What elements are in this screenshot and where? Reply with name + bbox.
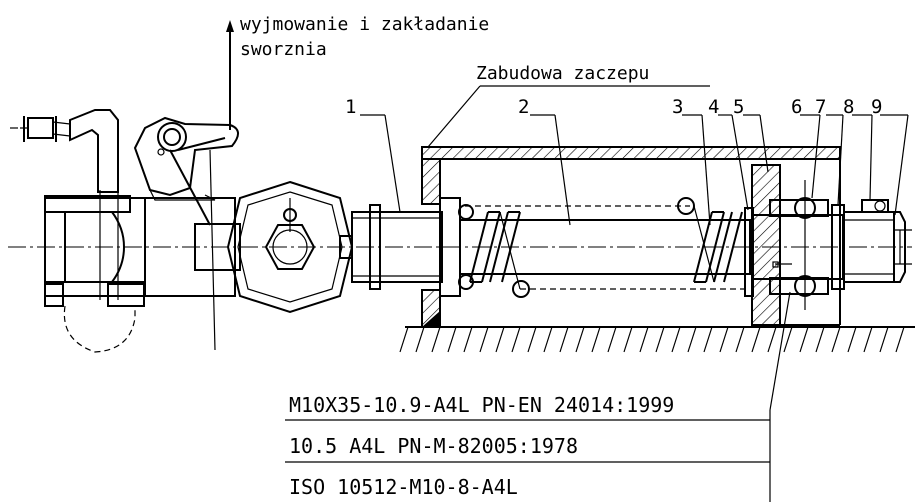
part-number-5: 5 <box>733 96 744 118</box>
ground-hatch-mark <box>815 326 825 353</box>
ground-hatch-mark <box>447 326 457 353</box>
bom-row-3: ISO 10512-M10-8-A4L <box>289 475 518 499</box>
ground-hatch-mark <box>767 326 777 353</box>
ground-hatch-mark <box>543 326 553 353</box>
part-number-9: 9 <box>871 96 882 118</box>
bom-table <box>285 410 771 502</box>
ground-hatch-mark <box>495 326 505 353</box>
ground-hatch-mark <box>671 326 681 353</box>
ground-hatch-mark <box>575 326 585 353</box>
housing-label: Zabudowa zaczepu <box>476 63 649 84</box>
ground-hatch-mark <box>831 326 841 353</box>
ground-hatch-mark <box>623 326 633 353</box>
pin-note-line2: sworznia <box>240 39 327 60</box>
ground-hatch-mark <box>591 326 601 353</box>
ground-hatch-mark <box>639 326 649 353</box>
ground-hatch-mark <box>399 326 409 353</box>
ground-hatch-mark <box>783 326 793 353</box>
bom-row-2: 10.5 A4L PN-M-82005:1978 <box>289 434 578 458</box>
part-number-3: 3 <box>672 96 683 118</box>
bom-row-1: M10X35-10.9-A4L PN-EN 24014:1999 <box>289 393 674 417</box>
coupling-jaw <box>10 109 241 353</box>
pin-removal-arrow <box>226 20 234 130</box>
ground-base <box>399 326 915 353</box>
ground-hatch-mark <box>607 326 617 353</box>
ground-hatch-mark <box>511 326 521 353</box>
ground-hatch-mark <box>655 326 665 353</box>
pin-latch <box>133 116 239 226</box>
ground-hatch-mark <box>463 326 473 353</box>
part-number-7: 7 <box>815 96 826 118</box>
ground-hatch-mark <box>879 326 889 353</box>
ground-hatch-mark <box>559 326 569 353</box>
ground-hatch-mark <box>415 326 425 353</box>
part-number-1: 1 <box>345 96 356 118</box>
pin-note-line1: wyjmowanie i zakładanie <box>240 14 489 35</box>
part-number-4: 4 <box>708 96 719 118</box>
part-number-8: 8 <box>843 96 854 118</box>
rod-part-2 <box>439 197 751 297</box>
end-fittings <box>831 199 912 290</box>
ground-hatch-mark <box>687 326 697 353</box>
ground-hatch-mark <box>863 326 873 353</box>
ground-hatch-mark <box>719 326 729 353</box>
hex-nut <box>226 180 354 314</box>
ground-hatch-mark <box>431 326 441 353</box>
spring-part-3 <box>469 197 743 298</box>
ground-hatch-mark <box>799 326 809 353</box>
ground-hatch-mark <box>895 326 905 353</box>
ground-hatch-mark <box>479 326 489 353</box>
ground-hatch-mark <box>527 326 537 353</box>
ground-hatch-mark <box>751 326 761 353</box>
housing <box>421 146 841 328</box>
ground-hatch-mark <box>703 326 713 353</box>
ground-hatch-mark <box>735 326 745 353</box>
part-number-6: 6 <box>791 96 802 118</box>
part-number-2: 2 <box>518 96 529 118</box>
leader-lines <box>360 85 909 411</box>
ground-hatch-mark <box>847 326 857 353</box>
shaft-part-1 <box>351 204 443 290</box>
